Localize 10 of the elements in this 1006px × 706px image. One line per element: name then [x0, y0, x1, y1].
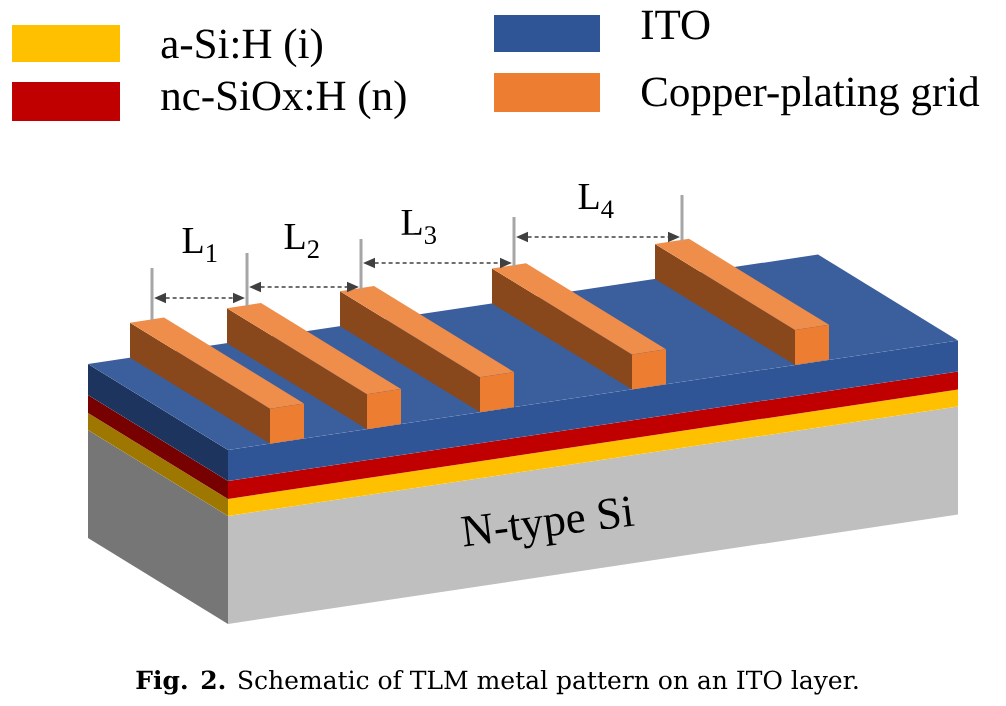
figure-caption: Fig. 2. Schematic of TLM metal pattern on an ITO layer.: [136, 670, 858, 695]
legend-label: nc-SiOx:H (n): [161, 80, 406, 120]
legend-label: ITO: [641, 10, 710, 40]
dimension-label: L$_{2}$: [284, 224, 319, 258]
dimension-label: L$_{3}$: [401, 209, 436, 245]
dimension-label: L$_{4}$: [578, 184, 614, 218]
legend-label: a-Si:H (i): [161, 28, 322, 68]
layer-label: N-type Si: [460, 496, 635, 549]
legend-label: Copper-plating grid: [641, 76, 980, 116]
dimension-label: L$_{1}$: [182, 228, 217, 262]
